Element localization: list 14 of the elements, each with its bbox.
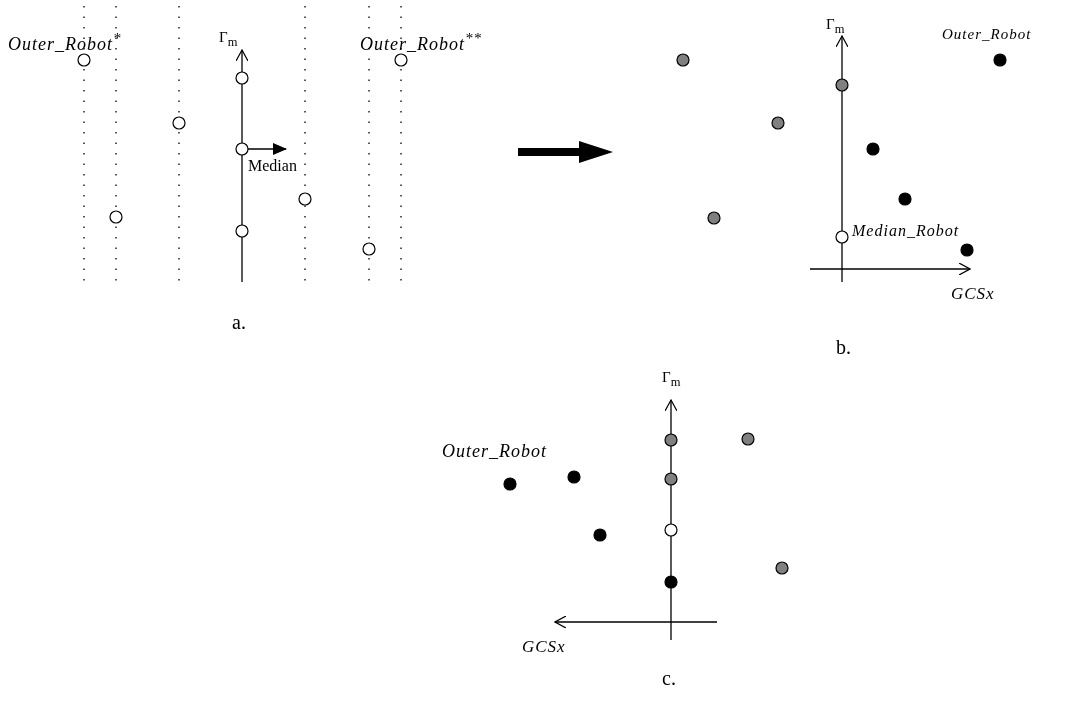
axis-label: Γ$_{m}$	[662, 370, 681, 389]
robot-label: Outer_Robot	[942, 27, 1032, 42]
axis-label: Γ$_{m}$	[219, 30, 238, 49]
panel-label: b.	[836, 337, 851, 357]
axis-label: GCSx	[951, 285, 995, 302]
robot-label: Outer_Robot$^{**}$	[360, 31, 482, 53]
robot-label: Outer_Robot	[442, 442, 547, 460]
robot-label: Median_Robot	[852, 223, 960, 239]
robot-label: Outer_Robot$^{*}$	[8, 31, 122, 53]
median-label: Median	[248, 158, 297, 174]
panel-label: a.	[232, 312, 246, 332]
panel-label: c.	[662, 668, 676, 688]
axis-label: GCSx	[522, 638, 566, 655]
axis-label: Γ$_{m}$	[826, 17, 845, 36]
